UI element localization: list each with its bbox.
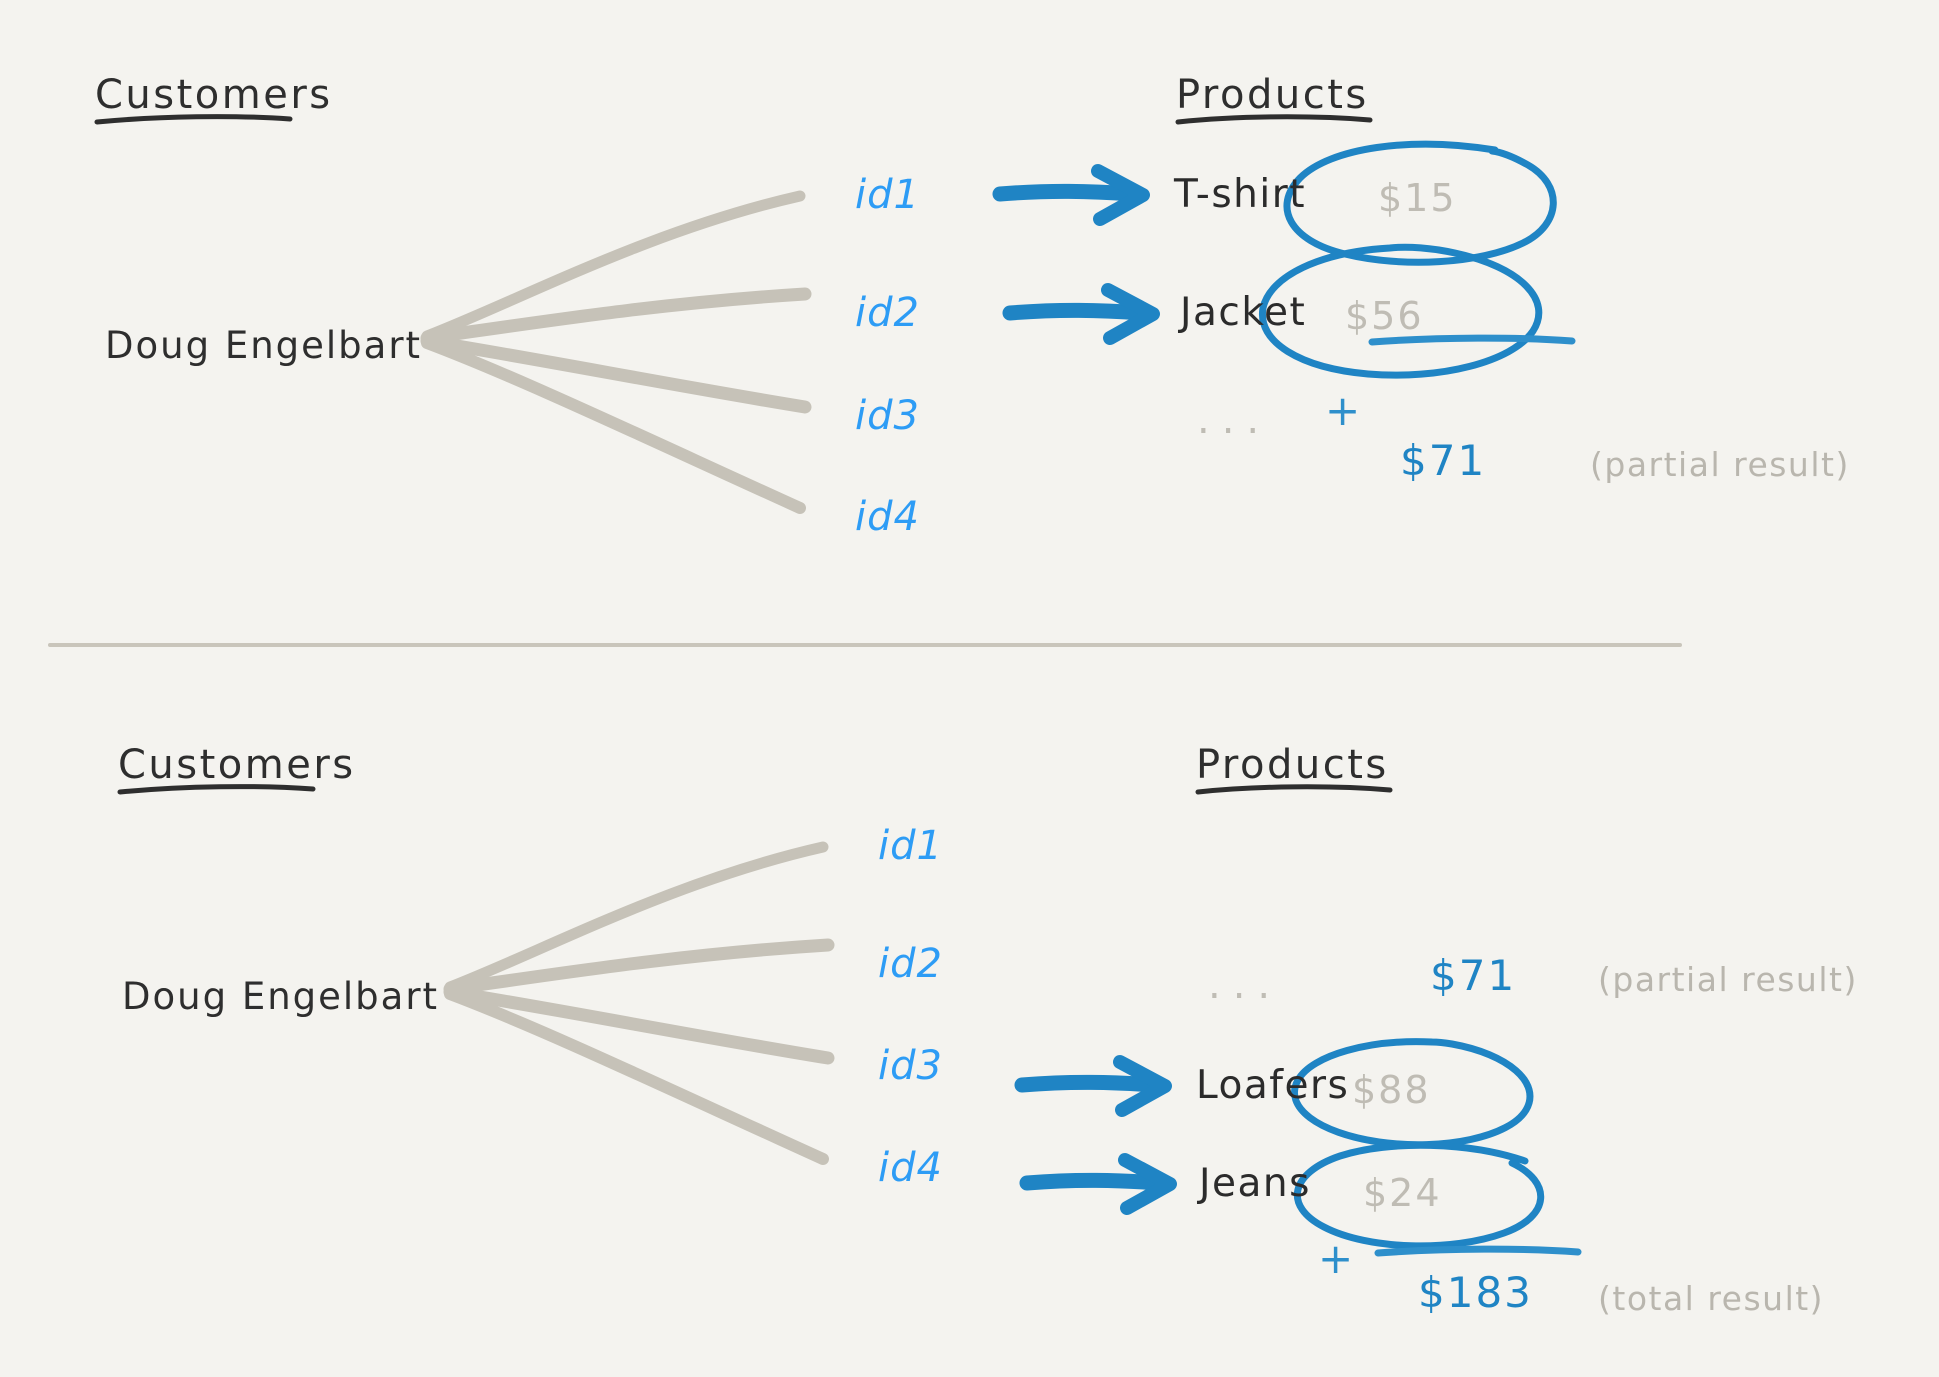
id-label-bottom-2: id2 (878, 941, 943, 987)
fan-lines-top (420, 190, 812, 514)
arrow-id1-to-tshirt (992, 164, 1150, 226)
sum-rule-top (1368, 334, 1576, 346)
carried-value-bottom: $71 (1430, 951, 1517, 1000)
product-label-tshirt: T-shirt (1174, 172, 1307, 217)
sum-note-top: (partial result) (1590, 445, 1850, 484)
price-jeans: $24 (1363, 1171, 1442, 1215)
ellipsis-bottom: ... (1208, 962, 1283, 1008)
products-heading-top: Products (1176, 72, 1369, 118)
customer-name-bottom: Doug Engelbart (122, 975, 440, 1018)
id-label-bottom-3: id3 (878, 1043, 943, 1089)
customers-heading-top: Customers (95, 72, 333, 118)
id-label-top-2: id2 (855, 290, 920, 336)
plus-sign-bottom: + (1318, 1234, 1354, 1283)
carried-note-bottom: (partial result) (1598, 960, 1858, 999)
arrow-id4-to-jeans (1019, 1153, 1177, 1215)
sum-value-top: $71 (1400, 436, 1487, 485)
arrow-id3-to-loafers (1014, 1055, 1172, 1117)
id-label-bottom-4: id4 (878, 1145, 943, 1191)
price-jacket: $56 (1345, 294, 1424, 338)
price-loafers: $88 (1352, 1068, 1431, 1112)
plus-sign-top: + (1325, 386, 1361, 435)
fan-lines-bottom (443, 841, 835, 1165)
ellipsis-top: ... (1197, 397, 1272, 443)
product-label-jeans: Jeans (1199, 1161, 1311, 1206)
price-tshirt: $15 (1378, 176, 1457, 220)
id-label-top-4: id4 (855, 494, 920, 540)
sum-rule-bottom (1374, 1245, 1582, 1257)
arrow-id2-to-jacket (1002, 283, 1160, 345)
products-heading-bottom: Products (1196, 742, 1389, 788)
product-label-jacket: Jacket (1180, 290, 1307, 335)
id-label-top-3: id3 (855, 393, 920, 439)
sum-value-bottom: $183 (1418, 1268, 1533, 1317)
customers-heading-bottom: Customers (118, 742, 356, 788)
customer-name-top: Doug Engelbart (105, 324, 423, 367)
product-label-loafers: Loafers (1196, 1063, 1350, 1108)
sum-note-bottom: (total result) (1598, 1279, 1825, 1318)
id-label-top-1: id1 (855, 172, 920, 218)
id-label-bottom-1: id1 (878, 823, 943, 869)
